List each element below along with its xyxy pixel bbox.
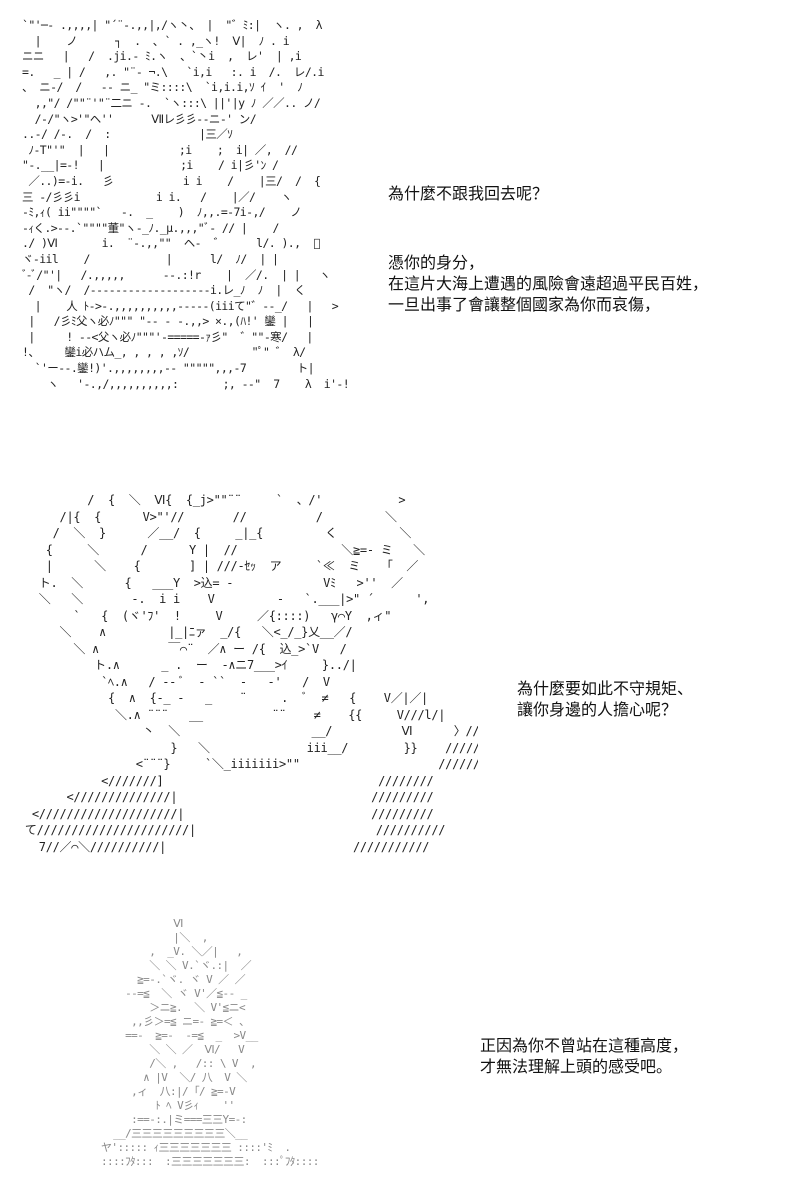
ascii-art-line: | ノ ┐ . ､ ` . ,_ヽ! Ⅴ| ﾉ . i [22, 33, 290, 48]
ascii-art-line: ,,彡＞=≦ ニ=- ≧=＜ 、 [95, 1015, 250, 1028]
ascii-art-line: | /彡ﾐ父ヽ必ﾉ""" "-- - -.,,> ×.,(ﾊ!' 鑾 | | [22, 314, 314, 329]
ascii-art-line: て//////////////////////| ////////// [18, 823, 446, 837]
dialog-line: 讓你身邊的人擔心呢？ [517, 700, 678, 719]
ascii-art-line: ::::ﾌﾀ::: :三三三三三三三: :::ﾟﾌﾀ:::: [95, 1155, 319, 1168]
ascii-art-line: ,ィ 八:|/ ｢/ ≧=-V [95, 1085, 236, 1098]
ascii-art-line: ` { (ヾ'ﾌ' ! V ／{::::) γ⌒Y ,ィ" [18, 608, 392, 623]
ascii-art-line: } ＼ iii__/ }} /////// [18, 740, 478, 755]
ascii-art-line: ..-/ /-. / : |三／ｿ [22, 127, 233, 142]
ascii-art-line: ヽ '-.,/,,,,,,,,,,: ;, --" 7 λ i'-! [22, 376, 350, 391]
ascii-art-line: 、 ニ-/ / -- ニ_ "ミ::::\ `i,i.i,ｿ ｲ ' ﾉ [22, 80, 303, 95]
ascii-art-line: ≧=-.`ヾ. ヾ V ／ ／ [95, 973, 246, 986]
ascii-art-line: 三 -/彡彡i i i. / |／/ ヽ [22, 189, 292, 204]
ascii-art-line: { ∧ {-_ - _ ¨ . ﾞ ≠ { V／|／| [18, 691, 428, 705]
panel-2: / { ＼ Ⅵ{ {_j>""¨¨ ` 、/' > /|{ { V>"'// /… [0, 480, 800, 900]
ascii-art-line: ,,"/ /""¨'"¨二ニ -. `ヽ:::\ ||'|y ﾉ ／／.. ノ/ [22, 95, 321, 110]
ascii-art-line: , _V. ＼／| , [95, 945, 243, 958]
ascii-art-line: <////////////////////| ///////// [18, 806, 434, 821]
ascii-art-line: ∧ |V ＼/ 八 V ＼ [95, 1071, 247, 1084]
ascii-art-line: / ＼ } ／__/ { _|_{ く ＼ [18, 526, 412, 540]
ascii-art-line: ＼.∧ ¨¨¨ __ ¨¨ ≠ {{ V///l/| [18, 707, 446, 722]
ascii-art-line: ./ )Ⅵ i. ¨-.,,"" ヘ- ゛ l/. )., ﾞ [22, 236, 321, 251]
ascii-art-line: /-/"ヽ>'"ヘ'' Ⅶレ彡彡--ニ-' ン/ [22, 111, 257, 126]
ascii-art-line: =. _ | / ,. "¨‐ ¬.\ `i,i :. i /. レ/.i [22, 64, 324, 79]
ascii-art-line: ==- ≧=- -=≦ _ >V__ [95, 1029, 258, 1042]
dialog-height-feeling: 正因為你不曾站在這種高度， 才無法理解上頭的感受吧。 [480, 1035, 688, 1077]
panel-1: `"'─- .,,,,| "´¨‐.,,|,/ヽ丶、 | "゛ﾐ:| ヽ. , … [0, 0, 800, 470]
ascii-art-line: `"'─- .,,,,| "´¨‐.,,|,/ヽ丶、 | "゛ﾐ:| ヽ. , … [22, 18, 323, 32]
ascii-art-line: -ﾐ,ｨ( ii""""` -. _ ) ﾉ,,.=-7i-,/ ノ [22, 205, 302, 220]
ascii-art-line: | 人 ﾄ->-.,,,,,,,,,,-----(iiiて"゛--_/ | > [22, 298, 339, 313]
dialog-line: 正因為你不曾站在這種高度， [480, 1036, 689, 1055]
ascii-art-line: / "ヽ/ /-------------------i.レ_ﾉ ﾉ | く [22, 283, 306, 298]
ascii-art-line: "-.__|=-! | ;i / i|彡'ﾝ / [22, 158, 279, 173]
ascii-art-line: ﾄ ﾍ V彡ｨ '' [95, 1099, 235, 1112]
ascii-art-line: ト.∧ _ . ー -∧ニ7___>ｲ }../| [18, 658, 357, 672]
dialog-status-risk: 憑你的身分， 在這片大海上遭遇的風險會遠超過平民百姓， 一旦出事了會讓整個國家為你而… [388, 252, 708, 315]
ascii-art-figure-2: / { ＼ Ⅵ{ {_j>""¨¨ ` 、/' > /|{ { V>"'// /… [18, 492, 478, 892]
ascii-art-line: ヾ-iil / | l/ ﾉ/ | | [22, 251, 279, 266]
ascii-art-line: `'ー--.鑾!)'.,,,,,,,,-- """"",,,-7 ト| [22, 361, 315, 376]
ascii-art-figure-3: Ⅵ |＼ , , _V. ＼／| , ＼ ＼ V.`ヾ.:| ／ ≧=-.`ヾ.… [95, 917, 345, 1192]
dialog-line: 在這片大海上遭遇的風險會遠超過平民百姓， [388, 274, 709, 293]
ascii-art-line: 丶 ＼ __/ Ⅵ 〉///// [18, 724, 478, 738]
dialog-line: 為什麼要如此不守規矩、 [517, 679, 694, 698]
dialog-question-return: 為什麼不跟我回去呢？ [388, 183, 548, 204]
ascii-art-line: { ＼ / Y | // ＼≧=- ミ ＼ [18, 542, 426, 557]
ascii-art-line: ＞ニ≧. ＼ V'≦ニ< [95, 1001, 246, 1014]
ascii-art-line: | ! --<父ヽ必ﾉ"""'-=====-ｧ彡" ゛""-寒/ | [22, 329, 313, 344]
dialog-why-worry: 為什麼要如此不守規矩、讓你身邊的人擔心呢？ [517, 678, 693, 720]
dialog-line: 才無法理解上頭的感受吧。 [480, 1057, 673, 1076]
ascii-art-line: ト. ＼ { ___Y >込= - Vﾐ >'' ／ [18, 575, 403, 590]
ascii-art-line: Ⅵ [95, 917, 183, 930]
ascii-art-line: <//////////////| ///////// [18, 790, 434, 804]
ascii-art-line: |＼ , [95, 931, 208, 944]
ascii-art-line: 7//／⌒＼//////////| /////////// [18, 839, 430, 854]
ascii-art-line: / { ＼ Ⅵ{ {_j>""¨¨ ` 、/' > [18, 493, 406, 507]
ascii-art-line: ＼ ＼ V.`ヾ.:| ／ [95, 959, 252, 972]
ascii-art-line: <///////] //////// [18, 773, 434, 788]
ascii-art-figure-1: `"'─- .,,,,| "´¨‐.,,|,/ヽ丶、 | "゛ﾐ:| ヽ. , … [22, 18, 372, 458]
dialog-line: 為什麼不跟我回去呢？ [388, 184, 549, 203]
ascii-art-line: ＼ ∧ |_|ﾆァ _/{ ＼<_/_}乂__／/ [18, 625, 353, 639]
ascii-art-line: --=≦ ＼ ヾ V'／≦-- _ [95, 987, 247, 1000]
ascii-art-line: ﾉ-T"'" | | ;i ; i| ／, // [22, 142, 298, 157]
ascii-art-line: <¨¨¨} `＼_iiiiiii>"" /////// [18, 757, 478, 771]
ascii-art-line: /＼ , /:: \ V , [95, 1057, 256, 1070]
ascii-art-line: ヤ'::::: ｨ三三三三三三三 ::::'ﾐ . [95, 1141, 291, 1154]
dialog-line: 一旦出事了會讓整個國家為你而哀傷， [388, 295, 661, 314]
ascii-art-line: /|{ { V>"'// // / ＼ [18, 509, 397, 524]
ascii-art-line: :==-:.|ミ===三三Y=-: [95, 1113, 247, 1126]
dialog-line: 憑你的身分， [388, 253, 485, 272]
ascii-art-line: ／..)=-i. 彡 i i / |三/ / { [22, 173, 321, 188]
ascii-art-line: !、 鑾i必ハム_, , , , ,ｿ/ "ﾟ" ゛ λ/ [22, 345, 306, 360]
ascii-art-line: | ＼ { ] | ///-ｾｯ ア `≪ ミ 「 ／ [18, 559, 419, 573]
ascii-art-line: ＼ ＼ -. i i V - `.___|>" ´ ', [18, 592, 430, 606]
ascii-art-line: ＼ ∧ ￣⌒¨ ／∧ ー /{ 込_>`V / [18, 641, 347, 656]
ascii-art-line: `ﾍ.∧ / -- ﾞ - `` - -' / V [18, 674, 330, 689]
panel-3: Ⅵ |＼ , , _V. ＼／| , ＼ ＼ V.`ヾ.:| ／ ≧=-.`ヾ.… [0, 905, 800, 1195]
ascii-art-line: __/三三三三三三三三三＼__ [95, 1127, 248, 1140]
ascii-art-line: -ｨく.>--.`""""董"ヽ-_ﾉ._μ.,,,"ﾞ- // | / [22, 220, 279, 235]
ascii-art-line: ﾞ-ﾞ/"'| /.,,,,, --.:!r | ／/. | | ヽ [22, 267, 331, 282]
ascii-art-line: ＼ ＼ ／ Ⅵ/ V [95, 1043, 245, 1056]
ascii-art-line: ニニ | / .ji.- ﾐ.ヽ 、`丶i , レ' | ,i [22, 49, 302, 64]
